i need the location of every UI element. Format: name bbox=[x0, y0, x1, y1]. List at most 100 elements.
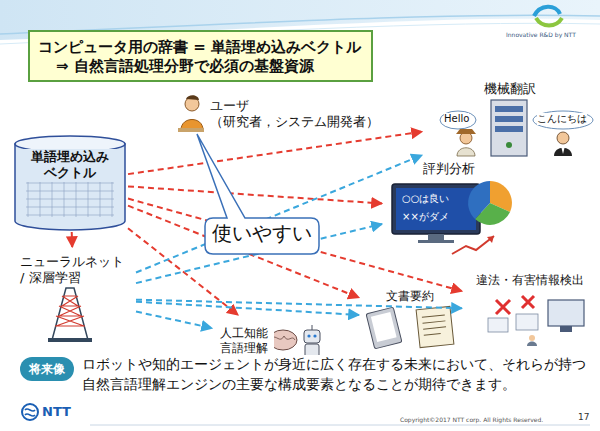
user-figure bbox=[178, 95, 204, 132]
grid-line bbox=[112, 181, 113, 217]
node-text: 使いやすい bbox=[210, 221, 314, 246]
grid-line bbox=[76, 181, 77, 217]
speech-text: こんにちは bbox=[537, 113, 587, 125]
node-text: （研究者，システム開発者） bbox=[208, 114, 381, 130]
illustration-part bbox=[548, 300, 584, 326]
illustration-part bbox=[495, 126, 523, 132]
node-text: ⇒ 自然言語処理分野で必須の基盤資源 bbox=[54, 57, 316, 76]
grid-line bbox=[52, 181, 53, 217]
illustration-part bbox=[178, 128, 204, 132]
future-badge: 将来像 bbox=[20, 357, 74, 381]
grid-line bbox=[28, 181, 29, 217]
dashed-arrow bbox=[128, 132, 422, 174]
grid-line bbox=[26, 207, 114, 208]
illustration-part bbox=[522, 296, 534, 308]
application-box: 違法・有害情報検出 bbox=[465, 270, 595, 350]
application-box: 評判分析 bbox=[385, 158, 512, 258]
caption-text: ロボットや知的エージェントが身近に広く存在する未来において、それらが持つ自然言語… bbox=[82, 355, 590, 394]
illustration-part bbox=[52, 288, 88, 340]
illustration-part bbox=[495, 116, 523, 122]
illustration-part bbox=[272, 336, 295, 340]
illustration-part bbox=[396, 188, 476, 230]
illustration-part bbox=[186, 95, 199, 100]
callout-bubble bbox=[197, 134, 319, 254]
illustration-part bbox=[392, 184, 480, 234]
illustration-part bbox=[468, 181, 490, 219]
harmful-info-detection-figure bbox=[488, 296, 584, 346]
illustration-part bbox=[487, 236, 494, 243]
illustration-part bbox=[304, 330, 320, 343]
node-text: ユーザ bbox=[208, 98, 251, 114]
dashed-arrow bbox=[136, 312, 212, 329]
dashed-arrow bbox=[71, 232, 74, 247]
heading-box: コンピュータ用の辞書 = 単語埋め込みベクトル⇒ 自然言語処理分野で必須の基盤資… bbox=[28, 30, 373, 82]
user-label: ユーザ（研究者，システム開発者） bbox=[205, 95, 397, 135]
company-logo-text: NTT bbox=[42, 404, 71, 420]
page-number: 17 bbox=[578, 412, 589, 423]
dashed-arrow bbox=[136, 155, 422, 272]
illustration-part bbox=[516, 314, 538, 330]
footer-rule bbox=[90, 425, 590, 426]
illustration-part bbox=[371, 312, 397, 342]
illustration-part bbox=[416, 306, 454, 347]
illustration-part bbox=[422, 315, 447, 335]
illustration-part bbox=[496, 300, 510, 314]
grid-line bbox=[26, 215, 114, 216]
illustration-part bbox=[22, 404, 38, 420]
illustration-part bbox=[533, 111, 593, 129]
database-cylinder: 単語埋め込み ベクトル bbox=[14, 135, 126, 230]
illustration-part bbox=[307, 334, 310, 337]
node-text: 評判分析 bbox=[421, 161, 477, 177]
speech-text: Hello bbox=[444, 113, 469, 125]
neural-net-box: ニューラルネット / 深層学習 bbox=[14, 250, 134, 346]
neural-net-tower bbox=[48, 288, 92, 342]
illustration-part bbox=[491, 100, 527, 156]
illustration-part bbox=[452, 236, 494, 254]
ntt-rd-logo bbox=[534, 7, 562, 26]
grid-line bbox=[40, 181, 41, 217]
table-grid bbox=[26, 181, 114, 217]
illustration-part bbox=[366, 307, 402, 349]
illustration-part bbox=[428, 234, 444, 240]
speech-callout: 使いやすい bbox=[205, 218, 319, 254]
grid-line bbox=[26, 191, 114, 192]
machine-translation-figure bbox=[440, 100, 593, 156]
grid-line bbox=[100, 181, 101, 217]
screen-text: ××がダメ bbox=[402, 211, 449, 223]
illustration-part bbox=[527, 342, 537, 347]
illustration-part bbox=[55, 296, 85, 326]
grid-line bbox=[64, 181, 65, 217]
application-box: 文書要約 bbox=[362, 286, 458, 350]
illustration-part bbox=[534, 7, 560, 16]
illustration-part bbox=[506, 142, 512, 148]
illustration-part bbox=[560, 326, 572, 332]
illustration-part bbox=[457, 148, 475, 156]
cylinder-body bbox=[15, 144, 125, 230]
screen-text: ○○は良い bbox=[402, 193, 449, 205]
node-text: 文書要約 bbox=[384, 289, 436, 304]
illustration-part bbox=[488, 318, 508, 332]
node-text: ニューラルネット / 深層学習 bbox=[18, 254, 124, 287]
illustration-part bbox=[557, 132, 569, 144]
illustration-part bbox=[561, 146, 565, 154]
illustration-part bbox=[418, 240, 454, 243]
illustration-part bbox=[536, 18, 562, 26]
illustration-part bbox=[529, 335, 535, 341]
node-text: コンピュータ用の辞書 = 単語埋め込みベクトル bbox=[36, 38, 363, 57]
dashed-arrow bbox=[128, 186, 382, 203]
node-text: 違法・有害情報検出 bbox=[474, 273, 586, 288]
dashed-arrow bbox=[136, 302, 359, 315]
summarization-figure bbox=[366, 306, 454, 349]
copyright-notice: Copyright©2017 NTT corp. All Rights Rese… bbox=[400, 416, 543, 423]
ntt-logo bbox=[22, 404, 38, 420]
node-text: 機械翻訳 bbox=[482, 81, 538, 97]
grid-line bbox=[26, 199, 114, 200]
node-text: 単語埋め込み ベクトル bbox=[20, 149, 120, 182]
illustration-part bbox=[440, 111, 476, 129]
logo-tagline: Innovative R&D by NTT bbox=[506, 31, 576, 38]
illustration-part bbox=[313, 334, 316, 337]
illustration-part bbox=[48, 338, 92, 342]
dashed-arrow bbox=[128, 199, 462, 292]
ai-understanding-figure bbox=[269, 325, 320, 358]
